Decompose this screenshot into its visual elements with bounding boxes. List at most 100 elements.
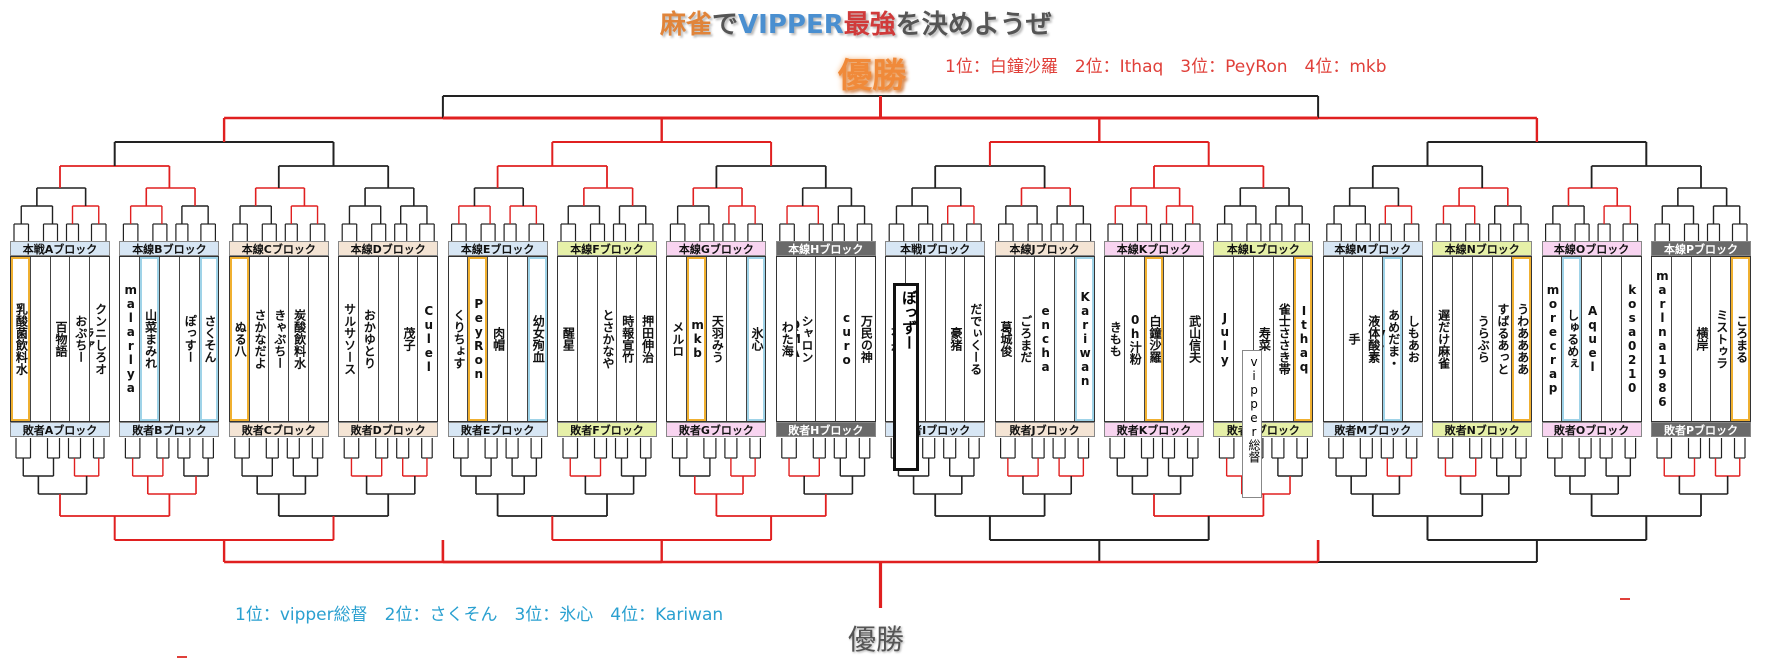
player-slot: 肉帽 <box>488 257 508 421</box>
player-slot: morecrap <box>1543 257 1563 421</box>
ranking-bottom: 1位：vipper総督 2位：さくそん 3位：氷心 4位：Kariwan <box>235 605 724 625</box>
player-name: 葛城俊 <box>999 321 1013 357</box>
player-slot <box>906 257 926 421</box>
player-slot: すばるあっと <box>1493 257 1513 421</box>
player-slot <box>1324 257 1344 421</box>
player-slot: メルロ <box>667 257 688 421</box>
player-slot: 押田伸治 <box>637 257 656 421</box>
player-name: Kariwan <box>1078 290 1093 388</box>
block-header-bottom: 敗者Pブロック <box>1651 422 1751 437</box>
player-slot: サルサソース <box>339 257 359 421</box>
block-header-top: 本線Kブロック <box>1104 241 1204 256</box>
player-name: とさかなや <box>601 309 615 369</box>
player-slot: ころまる <box>1731 257 1750 421</box>
player-slot <box>1602 257 1622 421</box>
player-name: 豪猪 <box>948 327 963 351</box>
block-header-bottom: 敗者Mブロック <box>1322 422 1423 437</box>
block-header-bottom: 敗者Dブロック <box>338 422 439 437</box>
player-name: すばるあっと <box>1495 303 1510 375</box>
block-header-top: 本線Lブロック <box>1213 241 1314 256</box>
block-header-bottom: 敗者Gブロック <box>666 422 767 437</box>
player-name: 雀士ささき帯 <box>1277 303 1292 375</box>
player-name: 万民の神 <box>859 315 874 363</box>
block-header-bottom: 敗者Fブロック <box>557 422 657 437</box>
player-name: シャロンQMA <box>797 315 814 363</box>
player-slot <box>508 257 528 421</box>
player-slot: とさかなや <box>598 257 618 421</box>
player-slot <box>1453 257 1473 421</box>
player-name: ぬる八 <box>233 321 248 357</box>
player-name: メルロ <box>670 321 685 357</box>
player-slot: きゃぷちー <box>269 257 290 421</box>
block-header-bottom: 敗者Aブロック <box>10 422 110 437</box>
player-slot: kosa0210 <box>1622 257 1641 421</box>
player-name: 白鐘沙羅 <box>1148 315 1162 363</box>
player-slot: 雀士ささき帯 <box>1274 257 1294 421</box>
player-slot: malarlya <box>120 257 141 421</box>
player-slot: July <box>1214 257 1235 421</box>
player-name: おぷちー <box>73 315 88 363</box>
player-name: 醒星 <box>561 327 576 351</box>
player-name: 肉帽 <box>491 327 506 351</box>
player-slot: 豪猪 <box>946 257 966 421</box>
player-slot: 山菜まみれ <box>140 257 160 421</box>
player-slot: さくそん <box>200 257 219 421</box>
player-name: 横岸 <box>1695 327 1709 351</box>
block-header-top: 本線Hブロック <box>775 241 876 256</box>
block-header-top: 本線Cブロック <box>228 241 329 256</box>
player-slot: 氷心 <box>747 257 766 421</box>
player-slot: ごろまだ <box>1015 257 1036 421</box>
block-roster: 遅だけ麻雀うらぶらすばるあっとうわああああ <box>1432 256 1533 422</box>
player-slot <box>816 257 837 421</box>
player-name: ごろまだ <box>1018 315 1033 363</box>
red-dash <box>177 656 187 658</box>
red-dash <box>1620 598 1630 600</box>
player-slot: わた海 <box>777 257 797 421</box>
player-slot <box>1234 257 1254 421</box>
title-part: で <box>712 10 739 40</box>
player-slot: 液体酸素 <box>1363 257 1384 421</box>
title-part: VIPPER <box>738 10 844 40</box>
player-slot: ミストゥラ <box>1711 257 1732 421</box>
player-name: Aquel <box>1585 304 1600 374</box>
player-slot: 幼女殉血 <box>528 257 547 421</box>
player-slot: おぷちー <box>70 257 91 421</box>
block-header-bottom: 敗者Cブロック <box>228 422 329 437</box>
block-header-top: 本線Mブロック <box>1322 241 1423 256</box>
player-slot: PeyRon <box>468 257 489 421</box>
player-slot: mkb <box>687 257 707 421</box>
block-header-bottom: 敗者Bブロック <box>119 422 220 437</box>
player-slot <box>926 257 946 421</box>
player-slot: 0h汁粉 <box>1125 257 1145 421</box>
block-header-top: 本線Bブロック <box>119 241 220 256</box>
title-part: 最強 <box>843 10 896 40</box>
block-header-top: 本線Pブロック <box>1651 241 1751 256</box>
player-name: サルサソース <box>342 303 357 375</box>
player-name: kosa0210 <box>1625 283 1640 395</box>
player-name: うわああああ <box>1515 303 1530 375</box>
player-name: 百物語 <box>54 321 68 357</box>
player-slot <box>309 257 328 421</box>
player-name: 武山信夫 <box>1187 315 1202 363</box>
player-name: curo <box>839 311 854 367</box>
player-slot: Culel <box>418 257 437 421</box>
player-slot: 武山信夫 <box>1184 257 1203 421</box>
block-header-top: 本線Dブロック <box>338 241 439 256</box>
block-roster: わた海シャロンQMA curo 万民の神 <box>775 256 876 422</box>
player-name: くりちょす <box>452 309 466 369</box>
block-roster: 乳酸菌飲料水 百物語おぷちークンニしろオラァ <box>10 256 110 422</box>
player-slot: クンニしろオラァ <box>90 257 109 421</box>
player-name: うらぶら <box>1476 315 1491 363</box>
player-name: mkb <box>690 318 705 360</box>
player-slot: 乳酸菌飲料水 <box>11 257 31 421</box>
block-header-bottom: 敗者Jブロック <box>994 422 1095 437</box>
player-name: Culel <box>421 304 436 374</box>
player-name: しゅるめぇ <box>1565 309 1580 369</box>
player-slot: あめだま・v・ <box>1383 257 1403 421</box>
block-header-top: 本線Eブロック <box>447 241 548 256</box>
title-part: を決めようぜ <box>895 10 1052 40</box>
popup-name-box: vipper総督 <box>1242 350 1262 498</box>
